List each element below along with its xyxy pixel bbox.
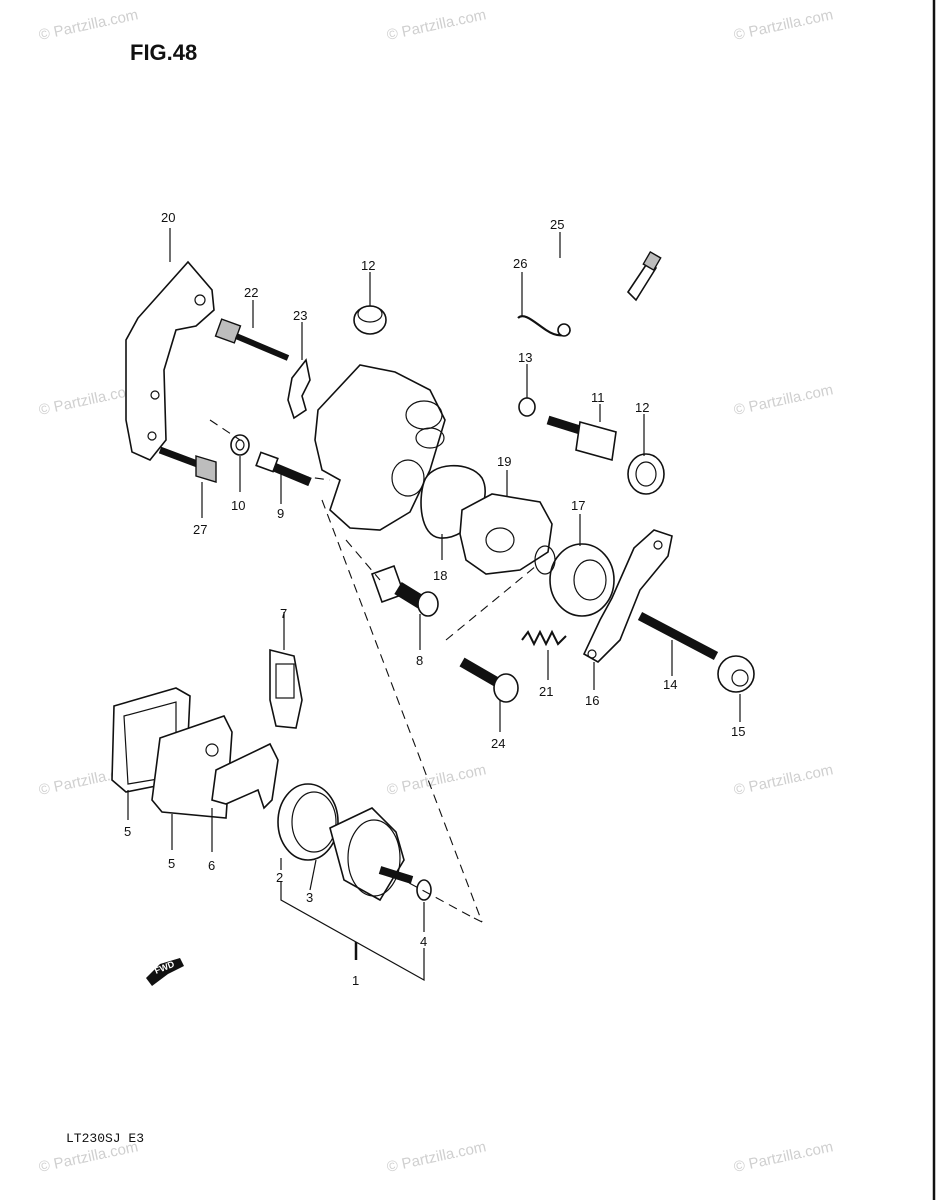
part-label: 20 <box>161 210 175 225</box>
part-label: 7 <box>280 606 287 621</box>
part-label: 3 <box>306 890 313 905</box>
watermark: © Partzilla.com <box>732 381 834 419</box>
part-label: 5 <box>124 824 131 839</box>
part-label: 5 <box>168 856 175 871</box>
part-label: 9 <box>277 506 284 521</box>
clip-23 <box>287 358 311 420</box>
watermark: © Partzilla.com <box>385 6 487 44</box>
watermark: © Partzilla.com <box>37 381 139 419</box>
bracket-hole <box>147 431 157 441</box>
watermark: © Partzilla.com <box>732 761 834 799</box>
bleeder-25 <box>626 250 662 302</box>
shim-6 <box>211 742 279 810</box>
watermark: © Partzilla.com <box>385 761 487 799</box>
boot-12-top <box>353 305 387 335</box>
watermark: © Partzilla.com <box>37 6 139 44</box>
part-label: 27 <box>193 522 207 537</box>
nut-15 <box>717 655 755 693</box>
slide-pin-11 <box>546 415 617 462</box>
bracket-hole <box>194 294 206 306</box>
part-label: 6 <box>208 858 215 873</box>
bolt-24 <box>459 657 519 703</box>
seal-2 <box>277 783 339 861</box>
part-label: 23 <box>293 308 307 323</box>
arm-16 <box>582 529 673 663</box>
watermark: © Partzilla.com <box>732 6 834 44</box>
part-labels: 1 2 3 4 5 5 6 7 8 9 10 11 12 12 13 14 15… <box>124 210 745 988</box>
part-label: 18 <box>433 568 447 583</box>
boot-12-right <box>627 453 665 495</box>
bearing-17 <box>534 543 615 617</box>
pad-5-inner <box>151 715 233 819</box>
lever-19 <box>459 493 553 575</box>
figure-title: FIG.48 <box>130 40 197 65</box>
bracket-hole <box>150 390 160 400</box>
watermark: © Partzilla.com <box>385 1138 487 1176</box>
part-label: 15 <box>731 724 745 739</box>
part-label: 12 <box>361 258 375 273</box>
piston-3 <box>329 807 414 902</box>
part-label: 1 <box>352 973 359 988</box>
leader-dash-lines <box>209 419 537 923</box>
spring-21 <box>521 629 567 647</box>
watermark: © Partzilla.com <box>732 1138 834 1176</box>
shim-7 <box>269 648 303 729</box>
part-label: 11 <box>591 390 605 405</box>
part-label: 8 <box>416 653 423 668</box>
model-code: LT230SJ E3 <box>66 1131 144 1146</box>
part-label: 22 <box>244 285 258 300</box>
caliper-bracket <box>125 260 215 461</box>
watermarks: © Partzilla.com © Partzilla.com © Partzi… <box>37 6 834 1176</box>
part-label: 10 <box>231 498 245 513</box>
part-label: 17 <box>571 498 585 513</box>
part-label: 21 <box>539 684 553 699</box>
bolt-14 <box>637 612 719 660</box>
part-label: 14 <box>663 677 677 692</box>
leader-lines <box>127 228 741 982</box>
slide-pin-9 <box>255 451 312 487</box>
part-label: 24 <box>491 736 505 751</box>
part-label: 2 <box>276 870 283 885</box>
part-label: 16 <box>585 693 599 708</box>
part-label: 12 <box>635 400 649 415</box>
caliper-body <box>314 364 446 531</box>
bolt-22 <box>214 318 290 361</box>
part-label: 4 <box>420 934 427 949</box>
ring-4 <box>416 879 432 901</box>
part-label: 25 <box>550 217 564 232</box>
bolt-27 <box>158 446 217 483</box>
part-label: 26 <box>513 256 527 271</box>
washer-13 <box>518 397 536 417</box>
pin-8 <box>370 564 439 617</box>
part-label: 19 <box>497 454 511 469</box>
part-label: 13 <box>518 350 532 365</box>
washer-10 <box>230 434 250 456</box>
fwd-arrow: FWD <box>146 958 184 986</box>
